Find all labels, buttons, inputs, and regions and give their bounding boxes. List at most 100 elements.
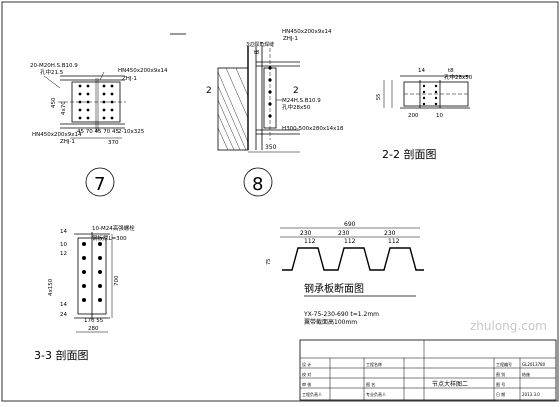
s33-dim-v-left: 4x150 <box>48 278 54 296</box>
s22-dim-bottom: 200 <box>408 113 419 119</box>
d7-zhj-bottom: ZHJ-1 <box>60 139 75 145</box>
s33-dim-b1: 170 55 <box>84 318 104 324</box>
bolt-d7 <box>110 92 114 96</box>
d8-stiffener: t8 <box>254 50 259 56</box>
deck-dim-112-2: 112 <box>344 238 356 245</box>
bolt-s22 <box>434 96 438 100</box>
s33-d24: 24 <box>60 312 67 318</box>
d8-bolts-label: M24H.S.B10.9 <box>282 98 321 104</box>
tb-review: 审 核 <box>302 381 311 387</box>
bolt-d8 <box>268 90 272 94</box>
s33-dim-v-right: 700 <box>114 275 120 286</box>
s33-title: 3-3 剖面图 <box>34 348 88 362</box>
d7-number-circle <box>85 167 115 197</box>
d8-number-circle <box>243 167 273 197</box>
detail-7: 20-M20H.S.B10.9 孔中21.5 HN450x200x9x14 ZH… <box>30 63 168 197</box>
section-3-3: 10-M24高强螺栓 钢板厚L=300 14 10 12 4x150 700 1… <box>34 224 135 362</box>
bolt-d7 <box>110 84 114 88</box>
bolt-d7 <box>86 84 90 88</box>
tb-drawing: 图 名 <box>366 381 375 387</box>
tb-lead: 工程负责人 <box>302 391 322 397</box>
s22-title: 2-2 剖面图 <box>382 147 436 161</box>
s33-bolts-label: 10-M24高强螺栓 <box>92 224 135 232</box>
d7-dim-4x70: 4x70 <box>61 101 67 115</box>
watermark: zhulong.com <box>470 319 547 333</box>
bolt-d8 <box>268 66 272 70</box>
d8-left-mark: 2 <box>206 86 212 96</box>
bolt-s22 <box>434 90 438 94</box>
d7-bolts-label: 20-M20H.S.B10.9 <box>30 63 78 69</box>
deck-dim-230-3: 230 <box>384 230 396 237</box>
bolt-d7 <box>102 84 106 88</box>
bolt-d7 <box>86 100 90 104</box>
deck-title: 钢承板断面图 <box>304 282 364 295</box>
deck-spec: YX-75-230-690 t=1.2mm <box>303 311 379 318</box>
tb-date: 日 期 <box>496 391 505 397</box>
tb-date-val: 2013.3.0 <box>522 392 540 397</box>
tb-project: 工程名称 <box>366 361 382 367</box>
bolt-s22 <box>422 102 426 106</box>
bolt-d7 <box>110 116 114 120</box>
deck-dim-75: 75 <box>266 259 272 265</box>
deck-dim-total: 690 <box>344 221 356 228</box>
tb-proj-no-val: GL2013780 <box>522 362 546 367</box>
bolt-s22 <box>422 96 426 100</box>
d7-dim-plate: 2-10x325 <box>118 129 145 135</box>
d8-side-note: 3边焊角焊缝 <box>246 41 274 48</box>
tb-type: 图 别 <box>496 371 505 377</box>
bolt-d7 <box>102 100 106 104</box>
d8-beam-label: HN450x200x9x14 <box>282 29 332 35</box>
bolt-d7 <box>86 92 90 96</box>
tb-proj-no: 工程编号 <box>496 361 512 367</box>
deck-dim-112-1: 112 <box>304 238 316 245</box>
s22-d1: 14 <box>418 68 425 74</box>
bolt-s22 <box>422 84 426 88</box>
s33-d10: 10 <box>60 242 67 248</box>
bolt-d7 <box>78 100 82 104</box>
d7-dim-h1: 45 70 45 70 45 <box>77 129 119 135</box>
s33-d12: 12 <box>60 251 67 257</box>
deck-dim-230-2: 230 <box>338 230 350 237</box>
deck-profile: 690 230 230 230 112 112 112 75 钢承板断面图 YX… <box>266 221 424 326</box>
s33-d14b: 14 <box>60 302 67 308</box>
deck-dim-230-1: 230 <box>300 230 312 237</box>
bolt-s33 <box>98 270 102 274</box>
bolt-s22 <box>422 90 426 94</box>
tb-design: 设 计 <box>302 361 311 367</box>
tb-number: 图 号 <box>496 381 505 387</box>
tb-drawing-name: 节点大样图二 <box>432 380 468 388</box>
s33-dim-b2: 280 <box>88 326 99 332</box>
tb-check: 校 对 <box>302 371 311 377</box>
bolt-d7 <box>102 92 106 96</box>
bolt-d8 <box>268 114 272 118</box>
bolt-s33 <box>82 256 86 260</box>
s22-dim-left: 55 <box>376 94 382 100</box>
s22-dim-10: 10 <box>436 113 443 119</box>
tb-type-val: 结施 <box>522 371 530 377</box>
s22-d2: t8 <box>448 68 454 74</box>
d8-zhj: ZHJ-1 <box>283 36 298 42</box>
d7-beam-top-label: HN450x200x9x14 <box>118 68 168 74</box>
bolt-s33 <box>82 242 86 246</box>
bolt-s33 <box>82 270 86 274</box>
bolt-d7 <box>78 84 82 88</box>
s33-plate-label: 钢板厚L=300 <box>92 234 127 242</box>
bolt-s33 <box>82 284 86 288</box>
d7-beam-bottom-label: HN450x200x9x14 <box>32 132 82 138</box>
bolt-s22 <box>434 84 438 88</box>
bolt-d7 <box>86 108 90 112</box>
tb-specialist: 专业负责人 <box>366 391 386 397</box>
deck-dim-112-3: 112 <box>388 238 400 245</box>
title-block: 设 计 校 对 审 核 工程负责人 工程名称 图 名 专业负责人 节点大样图二 … <box>299 339 557 401</box>
bolt-s33 <box>98 242 102 246</box>
d7-dim-450: 450 <box>51 97 57 108</box>
bolt-d7 <box>78 92 82 96</box>
s33-d14: 14 <box>60 229 67 235</box>
d8-column-label: H300-500x280x14x18 <box>282 126 344 132</box>
deck-note: 翼带截面高100mm <box>304 318 357 326</box>
detail-8: HN450x200x9x14 ZHJ-1 3边焊角焊缝 t8 2 2 M24H.… <box>206 29 344 197</box>
d7-zhj-top: ZHJ-1 <box>122 76 137 82</box>
